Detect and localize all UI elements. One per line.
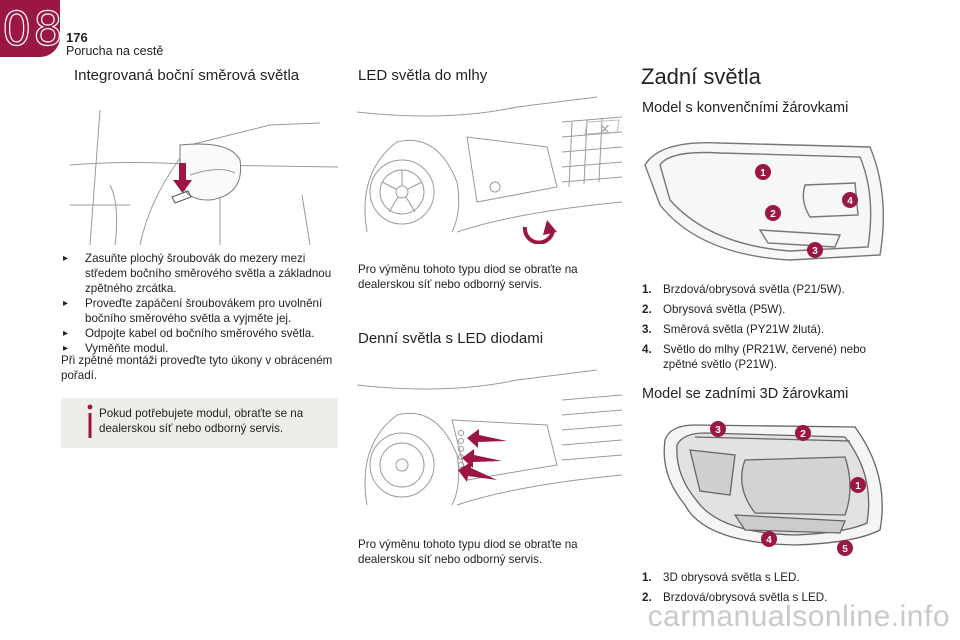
- fog-lights-heading: LED světla do mlhy: [358, 67, 488, 84]
- callout-1: 1: [760, 168, 766, 179]
- conventional-rear-lamp-illustration: 1 2 3 4: [644, 141, 885, 261]
- callout-3d-2: 2: [800, 429, 806, 440]
- step-item: ▸Vyměňte modul.: [63, 342, 169, 355]
- conventional-bulbs-heading: Model s konvenčními žárovkami: [642, 100, 849, 116]
- rear-lights-title: Zadní světla: [641, 64, 761, 89]
- info-icon: [87, 404, 93, 438]
- step-item: ▸Odpojte kabel od bočního směrového svět…: [63, 327, 315, 340]
- callout-2: 2: [770, 209, 776, 220]
- drl-text: Pro výměnu tohoto typu diod se obraťte n…: [358, 538, 578, 566]
- drl-heading: Denní světla s LED diodami: [358, 330, 544, 347]
- 3d-rear-lamp-illustration: 3 2 1 4 5: [663, 421, 883, 556]
- list-item: 4.Světlo do mlhy (PR21W, červené) nebo z…: [642, 343, 866, 371]
- list-item: 2.Obrysová světla (P5W).: [642, 303, 786, 316]
- fog-lights-text: Pro výměnu tohoto typu diod se obraťte n…: [358, 263, 578, 291]
- section-title: Porucha na cestě: [66, 44, 164, 58]
- list-item: 1.3D obrysová světla s LED.: [642, 571, 800, 584]
- step-item: ▸Proveďte zapáčení šroubovákem pro uvoln…: [63, 297, 323, 325]
- drl-illustration: [357, 369, 622, 506]
- 3d-bulb-list: 1.3D obrysová světla s LED. 2.Brzdová/ob…: [642, 570, 892, 610]
- page-number: 176: [66, 30, 88, 45]
- list-item: 2.Brzdová/obrysová světla s LED.: [642, 591, 828, 604]
- chapter-tab: [0, 0, 60, 57]
- callout-3: 3: [812, 246, 818, 257]
- watermark: carmanualsonline.info: [647, 600, 950, 633]
- reassembly-note: Při zpětné montáži proveďte tyto úkony v…: [61, 354, 333, 382]
- svg-text:✕: ✕: [599, 121, 611, 137]
- list-item: 1.Brzdová/obrysová světla (P21/5W).: [642, 283, 845, 296]
- list-item: 3.Směrová světla (PY21W žlutá).: [642, 323, 825, 336]
- mirror-illustration: [70, 109, 338, 245]
- callout-4: 4: [847, 196, 853, 207]
- replacement-steps: ▸Zasuňte plochý šroubovák do mezery mezi…: [61, 251, 339, 356]
- callout-3d-3: 3: [715, 425, 721, 436]
- 3d-bulbs-heading: Model se zadními 3D žárovkami: [642, 386, 849, 402]
- chapter-number: 08: [1, 2, 65, 56]
- side-indicator-heading: Integrovaná boční směrová světla: [74, 67, 300, 84]
- callout-3d-1: 1: [855, 481, 861, 492]
- callout-3d-5: 5: [842, 544, 848, 555]
- conventional-bulb-list: 1.Brzdová/obrysová světla (P21/5W). 2.Ob…: [642, 282, 892, 377]
- info-note-text: Pokud potřebujete modul, obraťte se na d…: [99, 407, 304, 435]
- info-note: Pokud potřebujete modul, obraťte se na d…: [61, 398, 338, 448]
- step-item: ▸Zasuňte plochý šroubovák do mezery mezi…: [63, 252, 332, 295]
- callout-3d-4: 4: [766, 535, 772, 546]
- fog-light-illustration: ✕: [357, 96, 622, 244]
